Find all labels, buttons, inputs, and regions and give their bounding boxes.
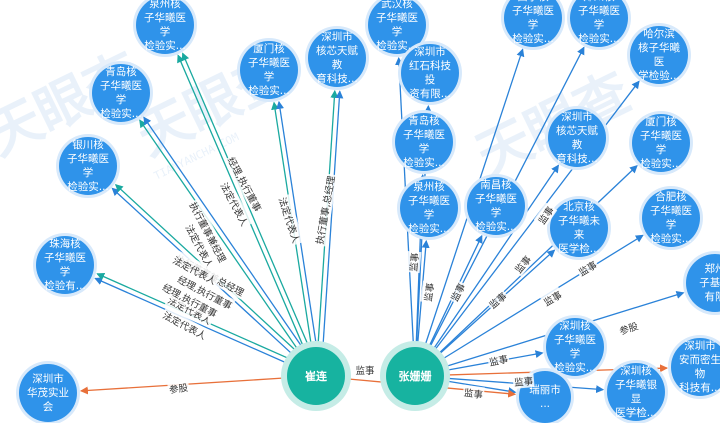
company-name: 深圳市 安而密生物 科技有... [679,340,720,394]
relation-edge [436,165,638,356]
edge-label-e13: 参股 [166,379,190,397]
company-node-n20[interactable]: 深圳核 子华曦医学 检验实... [546,318,604,376]
relation-edge [143,116,304,349]
company-node-n4[interactable]: 珠海核 子华曦医学 检验有... [36,236,94,294]
company-name: 泉州核 子华曦医学 检验实... [408,181,450,235]
company-name: 深圳市 核芯天赋教 育科技... [556,111,598,165]
company-name: 青岛核 子华曦医学 检验实... [100,66,142,120]
hub-node-zhang[interactable]: 张姗姗 [386,347,444,405]
company-name: 郑州核 子华曦医学 检验实... [578,0,620,45]
company-node-n15[interactable]: 泉州核 子华曦医学 检验实... [400,179,458,237]
company-name: 深圳核 子华曦医学 检验实... [554,320,596,374]
company-node-n3[interactable]: 银川核 子华曦医学 检验实... [59,137,117,195]
edge-label-e14: 监事 [405,250,421,274]
company-name: 西宁核 子华曦医学 检验实... [512,0,554,45]
company-name: 深圳市 核芯天赋教 育科技... [316,31,358,85]
company-name: 哈尔滨 核子华曦医 学检验... [638,28,680,82]
company-name: 武汉核 子华曦医学 检验实... [376,0,418,52]
company-name: 深圳核 子华曦银显 医学检... [615,365,657,419]
company-name: 泉州核 子华曦医学 检验实... [144,0,186,52]
company-node-n13[interactable]: 厦门核 子华曦医学 检验实... [632,114,690,172]
edge-label-e25: 监事 [354,363,376,377]
company-node-n2[interactable]: 青岛核 子华曦医学 检验实... [92,64,150,122]
company-name: 深圳市 华茂实业会 [27,373,69,413]
edge-label-e26: 监事 [461,384,485,402]
company-name: 瑞丽市 ... [529,384,561,410]
company-node-n21[interactable]: 深圳市 安而密生物 科技有... [671,338,720,396]
company-name: 厦门核 子华曦医学 检验实... [248,43,290,97]
relation-edge [139,119,300,352]
company-node-n7[interactable]: 武汉核 子华曦医学 检验实... [368,0,426,54]
hub-node-cui[interactable]: 崔连 [287,347,345,405]
company-node-n1[interactable]: 泉州核 子华曦医学 检验实... [136,0,194,54]
company-node-n10[interactable]: 哈尔滨 核子华曦医 学检验... [630,26,688,84]
company-name: 合肥核 子华曦医学 检验实... [650,191,692,245]
company-node-n17[interactable]: 北京核 子华曦未来 医学检... [550,199,608,257]
company-node-n12[interactable]: 深圳市 核芯天赋教 育科技... [548,109,606,167]
edge-label-e24: 监事 [511,373,535,389]
company-node-n16[interactable]: 南昌核 子华曦医学 检验实... [467,177,525,235]
company-node-n24[interactable]: 深圳市 华茂实业会 [19,364,77,422]
company-node-n18[interactable]: 合肥核 子华曦医学 检验实... [642,189,700,247]
hub-name: 张姗姗 [398,370,432,383]
hub-name: 崔连 [305,370,327,383]
company-node-n5[interactable]: 厦门核 子华曦医学 检验实... [240,41,298,99]
edge-label-e15: 监事 [419,280,437,304]
company-name: 青岛核 子华曦医学 检验实... [403,115,445,169]
company-name: 银川核 子华曦医学 检验实... [67,139,109,193]
company-name: 北京核 子华曦未来 医学检... [558,201,600,255]
company-node-n8[interactable]: 西宁核 子华曦医学 检验实... [504,0,562,47]
company-node-n11[interactable]: 深圳市 红石科技投 资有限... [401,44,459,102]
company-name: 郑州 子基因 有限 [699,263,720,303]
company-name: 珠海核 子华曦医学 检验有... [44,238,86,292]
company-name: 深圳市 红石科技投 资有限... [409,46,451,100]
company-name: 南昌核 子华曦医学 检验实... [475,179,517,233]
company-node-n14[interactable]: 青岛核 子华曦医学 检验实... [395,113,453,171]
company-name: 厦门核 子华曦医学 检验实... [640,116,682,170]
company-node-n6[interactable]: 深圳市 核芯天赋教 育科技... [308,29,366,87]
relation-edge [322,90,344,347]
relation-edge [431,164,559,352]
company-node-n22[interactable]: 深圳核 子华曦银显 医学检... [607,363,665,421]
company-node-n9[interactable]: 郑州核 子华曦医学 检验实... [570,0,628,47]
